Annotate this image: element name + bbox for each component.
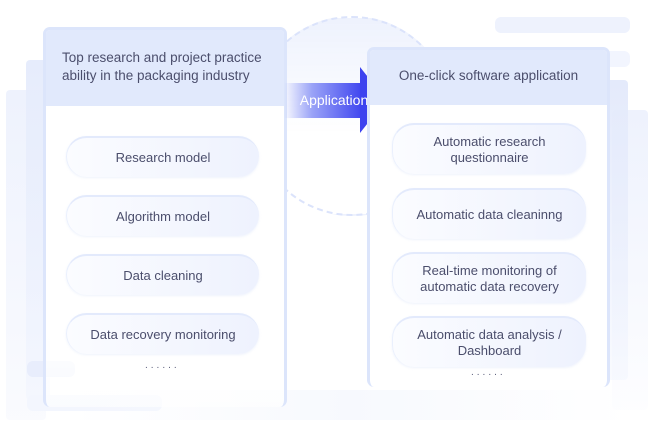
decorative-bar <box>495 17 630 33</box>
arrow-label: Application <box>299 92 369 108</box>
right-item-research-questionnaire: Automatic research questionnaire <box>392 123 586 174</box>
left-item-data-recovery-monitoring: Data recovery monitoring <box>66 313 259 354</box>
right-panel: One-click software application Automatic… <box>367 47 610 387</box>
left-panel: Top research and project practice abilit… <box>43 27 287 407</box>
right-more-ellipsis: ...... <box>471 367 506 378</box>
left-panel-title: Top research and project practice abilit… <box>46 30 284 106</box>
left-more-ellipsis: ...... <box>145 360 180 371</box>
left-item-algorithm-model: Algorithm model <box>66 195 259 236</box>
left-item-data-cleaning: Data cleaning <box>66 254 259 295</box>
left-item-research-model: Research model <box>66 136 259 177</box>
arrow-body <box>284 83 364 118</box>
right-item-data-analysis-dashboard: Automatic data analysis / Dashboard <box>392 316 586 367</box>
right-item-data-cleaning: Automatic data cleaninng <box>392 188 586 239</box>
right-panel-title: One-click software application <box>370 50 607 105</box>
right-item-realtime-monitoring: Real-time monitoring of automatic data r… <box>392 252 586 303</box>
